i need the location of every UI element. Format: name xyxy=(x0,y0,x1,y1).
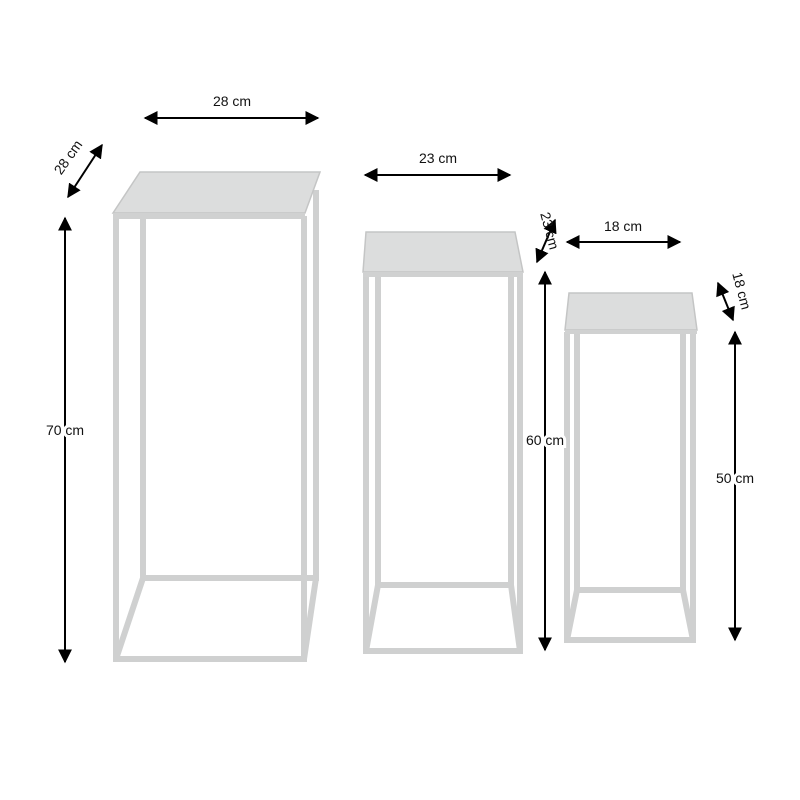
large-table-top-edge xyxy=(113,213,305,219)
large-width-label: 28 cm xyxy=(213,93,251,109)
small-table-front-frame xyxy=(564,332,696,643)
medium-table-back-frame xyxy=(375,250,514,588)
large-table-top xyxy=(111,171,322,214)
medium-table-top-edge xyxy=(363,272,523,277)
small-depth-arrow xyxy=(716,281,735,322)
medium-table-top xyxy=(362,231,524,273)
small-table xyxy=(564,292,698,643)
medium-table-side-bars xyxy=(363,584,523,652)
large-table xyxy=(111,171,322,662)
large-height-label: 70 cm xyxy=(46,422,84,438)
small-table-side-bars xyxy=(564,589,696,641)
small-table-top xyxy=(564,292,698,331)
medium-table-front-frame xyxy=(363,274,523,654)
small-depth-label: 18 cm xyxy=(729,270,754,311)
medium-width-label: 23 cm xyxy=(419,150,457,166)
large-depth-arrow xyxy=(67,143,103,199)
medium-table xyxy=(362,231,524,654)
medium-depth-label: 23 cm xyxy=(537,210,562,251)
large-depth-label: 28 cm xyxy=(50,137,85,177)
medium-depth-arrow xyxy=(535,218,557,264)
small-table-back-frame xyxy=(574,310,686,593)
small-height-label: 50 cm xyxy=(716,470,754,486)
large-table-side-bars xyxy=(113,577,319,660)
small-width-label: 18 cm xyxy=(604,218,642,234)
large-table-back-frame xyxy=(140,190,319,581)
large-table-front-frame xyxy=(113,216,307,662)
medium-height-label: 60 cm xyxy=(526,432,564,448)
small-table-top-edge xyxy=(565,330,697,334)
